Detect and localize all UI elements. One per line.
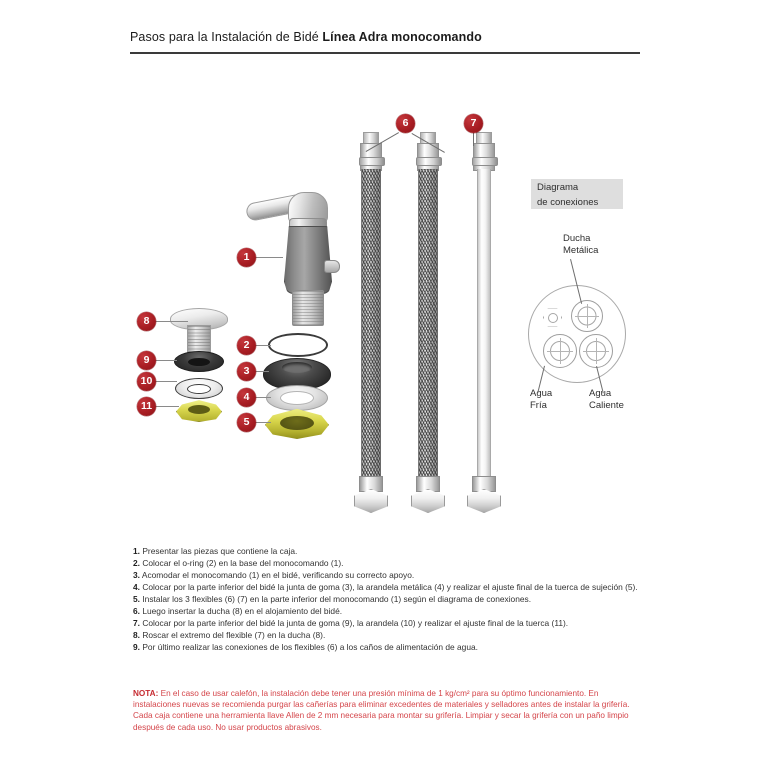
nota-text: En el caso de usar calefón, la instalaci… — [133, 689, 630, 732]
page-header: Pasos para la Instalación de Bidé Línea … — [130, 30, 640, 54]
hose-braided-body — [418, 169, 438, 476]
flexible-hose-shower — [467, 132, 501, 513]
connection-diagram-title-line2: de conexiones — [537, 197, 599, 208]
step-number: 1. — [133, 546, 140, 556]
page-title-bold: Línea Adra monocomando — [322, 30, 482, 44]
faucet-spout — [324, 260, 340, 273]
callout-leader-2 — [255, 345, 271, 346]
connection-diagram-title-line1: Diagrama — [537, 182, 579, 193]
installation-step: 9. Por último realizar las conexiones de… — [133, 642, 638, 654]
part-brass-nut — [265, 408, 329, 439]
callout-marker-7[interactable]: 7 — [464, 114, 483, 133]
callout-leader-5 — [255, 422, 271, 423]
callout-leader-9 — [155, 360, 177, 361]
header-divider — [130, 52, 640, 54]
label-agua-caliente-line2: Caliente — [589, 399, 624, 411]
faucet-threaded-shank — [292, 290, 324, 326]
installation-step: 2. Colocar el o-ring (2) en la base del … — [133, 558, 638, 570]
callout-marker-6[interactable]: 6 — [396, 114, 415, 133]
step-number: 8. — [133, 630, 140, 640]
step-number: 6. — [133, 606, 140, 616]
installation-step: 3. Acomodar el monocomando (1) en el bid… — [133, 570, 638, 582]
callout-leader-10 — [155, 381, 177, 382]
hose-smooth-body — [477, 169, 491, 476]
callout-leader-11 — [155, 406, 179, 407]
callout-marker-4[interactable]: 4 — [237, 388, 256, 407]
port-crosshair-v — [596, 338, 597, 364]
step-number: 9. — [133, 642, 140, 652]
label-ducha-metalica-line2: Metálica — [563, 244, 599, 256]
part-metal-washer — [266, 385, 328, 411]
step-text: Colocar por la parte inferior del bidé l… — [142, 618, 569, 628]
callout-leader-7 — [473, 133, 474, 146]
step-number: 7. — [133, 618, 140, 628]
hose-ferrule — [416, 143, 442, 171]
step-number: 5. — [133, 594, 140, 604]
connection-ports-circle — [528, 285, 626, 383]
step-text: Instalar los 3 flexibles (6) (7) en la p… — [142, 594, 532, 604]
page-title: Pasos para la Instalación de Bidé Línea … — [130, 30, 640, 44]
hose-hex-nut — [467, 489, 501, 513]
callout-marker-1[interactable]: 1 — [237, 248, 256, 267]
part-oring — [268, 333, 328, 357]
port-agua-fria — [543, 334, 577, 368]
hose-hex-nut — [354, 489, 388, 513]
label-agua-fria-line2: Fría — [530, 399, 547, 411]
part-shower-brass-nut — [176, 400, 222, 422]
callout-marker-10[interactable]: 10 — [137, 372, 156, 391]
step-text: Roscar el extremo del flexible (7) en la… — [142, 630, 326, 640]
callout-marker-5[interactable]: 5 — [237, 413, 256, 432]
monocomando-faucet-illustration — [244, 190, 340, 330]
step-text: Presentar las piezas que contiene la caj… — [142, 546, 298, 556]
port-crosshair-v — [587, 304, 588, 328]
callout-marker-9[interactable]: 9 — [137, 351, 156, 370]
callout-leader-3 — [255, 371, 269, 372]
label-agua-caliente: Agua Caliente — [589, 388, 624, 411]
step-text: Luego insertar la ducha (8) en el alojam… — [142, 606, 343, 616]
flexible-hose-braided-right — [411, 132, 445, 513]
nota-block: NOTA: En el caso de usar calefón, la ins… — [133, 688, 638, 733]
label-agua-fria: Agua Fría — [530, 388, 552, 411]
flexible-hose-braided-left — [354, 132, 388, 513]
port-crosshair-v — [560, 338, 561, 364]
callout-marker-3[interactable]: 3 — [237, 362, 256, 381]
callout-marker-8[interactable]: 8 — [137, 312, 156, 331]
installation-step: 4. Colocar por la parte inferior del bid… — [133, 582, 638, 594]
label-ducha-metalica: Ducha Metálica — [563, 233, 598, 256]
hose-braided-body — [361, 169, 381, 476]
step-number: 4. — [133, 582, 140, 592]
callout-leader-1 — [255, 257, 283, 258]
part-shower-rubber-gasket — [174, 351, 224, 372]
callout-marker-2[interactable]: 2 — [237, 336, 256, 355]
step-number: 3. — [133, 570, 140, 580]
callout-leader-8 — [155, 321, 188, 322]
step-text: Por último realizar las conexiones de lo… — [142, 642, 478, 652]
label-ducha-metalica-line1: Ducha — [563, 233, 591, 244]
installation-step: 6. Luego insertar la ducha (8) en el alo… — [133, 606, 638, 618]
hose-ferrule — [472, 143, 498, 171]
step-text: Colocar por la parte inferior del bidé l… — [142, 582, 638, 592]
port-agua-caliente — [579, 334, 613, 368]
hose-hex-nut — [411, 489, 445, 513]
metallic-shower-head — [170, 308, 228, 353]
step-text: Acomodar el monocomando (1) en el bidé, … — [141, 570, 415, 580]
installation-step: 1. Presentar las piezas que contiene la … — [133, 546, 638, 558]
part-shower-washer — [175, 378, 223, 399]
installation-steps-list: 1. Presentar las piezas que contiene la … — [133, 546, 638, 654]
label-agua-fria-line1: Agua — [530, 388, 553, 399]
callout-leader-4 — [255, 397, 271, 398]
page-title-regular: Pasos para la Instalación de Bidé — [130, 30, 323, 44]
label-agua-caliente-line1: Agua — [589, 388, 612, 399]
connection-diagram-title-box: Diagrama de conexiones — [531, 179, 623, 209]
nota-label: NOTA: — [133, 689, 159, 698]
callout-marker-11[interactable]: 11 — [137, 397, 156, 416]
port-ducha-metalica — [571, 300, 603, 332]
installation-step: 5. Instalar los 3 flexibles (6) (7) en l… — [133, 594, 638, 606]
installation-step: 8. Roscar el extremo del flexible (7) en… — [133, 630, 638, 642]
installation-step: 7. Colocar por la parte inferior del bid… — [133, 618, 638, 630]
shower-head-threaded-stem — [187, 325, 211, 353]
step-text: Colocar el o-ring (2) en la base del mon… — [142, 558, 344, 568]
step-number: 2. — [133, 558, 140, 568]
port-small-hex — [543, 308, 562, 327]
